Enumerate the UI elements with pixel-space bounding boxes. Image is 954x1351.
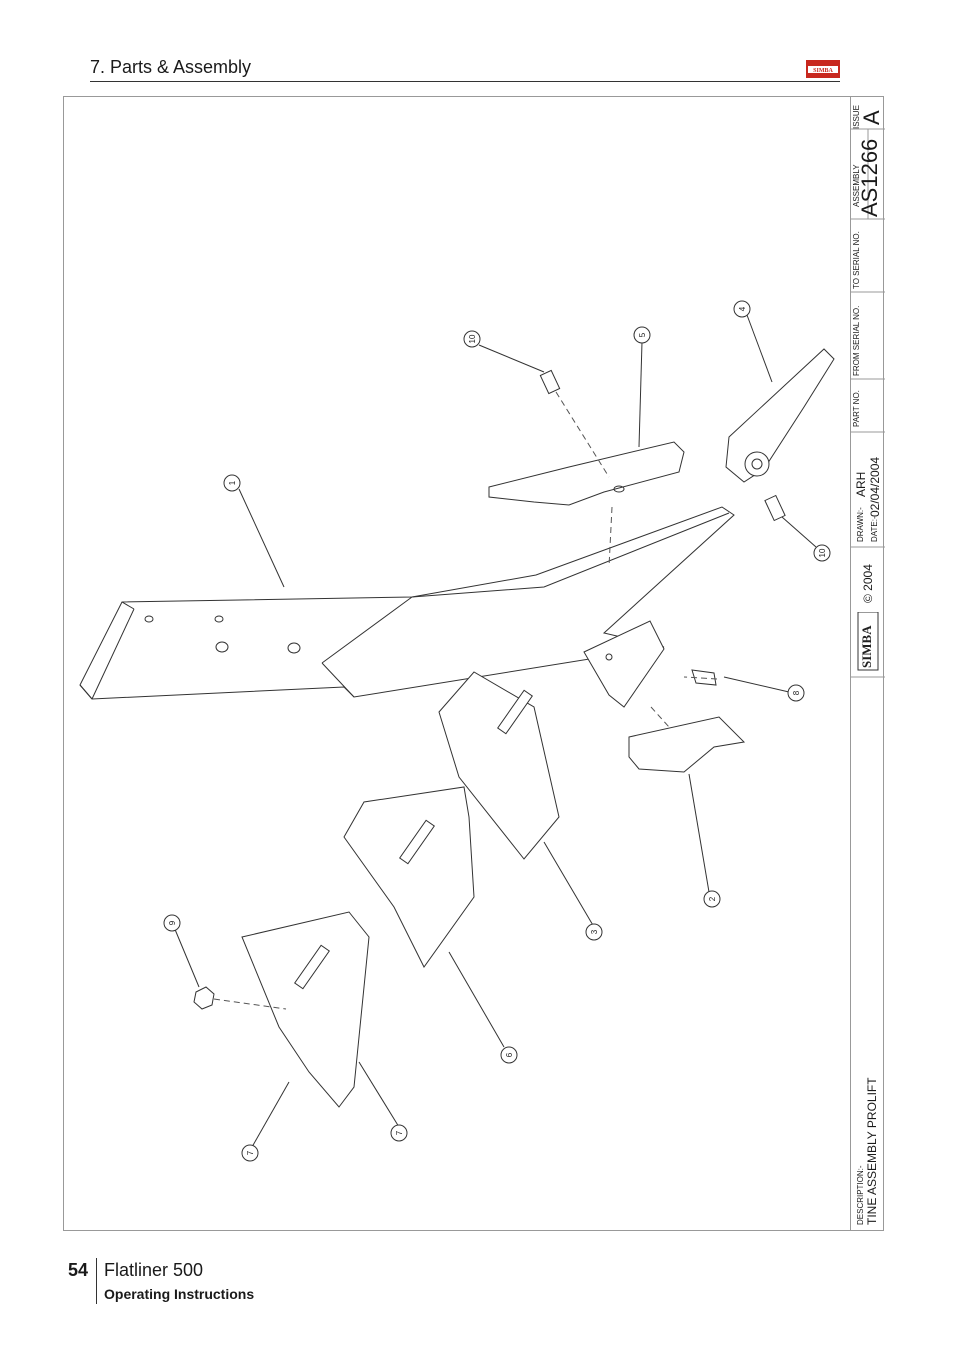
simba-title-logo-icon: SIMBA [857, 612, 879, 671]
callout-6: 6 [505, 1052, 514, 1057]
copyright: © 2004 [861, 564, 875, 603]
callout-10b: 10 [818, 548, 827, 557]
callout-7b: 7 [246, 1150, 255, 1155]
callout-10a: 10 [468, 334, 477, 343]
callout-4: 4 [738, 306, 747, 311]
description-value: TINE ASSEMBLY PROLIFT [865, 1077, 879, 1225]
from-serial-label: FROM SERIAL NO. [852, 305, 861, 376]
callout-2: 2 [708, 896, 717, 901]
svg-text:SIMBA: SIMBA [859, 625, 874, 668]
document-subtitle: Operating Instructions [104, 1286, 255, 1302]
svg-text:SIMBA: SIMBA [813, 68, 833, 74]
drawn-value: ARH [854, 471, 868, 497]
drawing-frame [63, 96, 884, 1231]
product-name: Flatliner 500 [104, 1260, 204, 1280]
part-leg [79, 506, 735, 708]
page-number: 54 [68, 1260, 89, 1280]
to-serial-label: TO SERIAL NO. [852, 231, 861, 289]
date-label: DATE:- [870, 516, 879, 542]
description-label: DESCRIPTION:- [856, 1165, 865, 1225]
callout-1: 1 [228, 480, 237, 485]
callout-7a: 7 [395, 1130, 404, 1135]
exploded-parts-drawing: 1 10 5 4 10 8 2 3 6 9 7 7 [79, 300, 835, 1162]
footer-divider [96, 1258, 97, 1304]
callout-8: 8 [792, 690, 801, 695]
header-rule [90, 81, 840, 82]
callout-5: 5 [638, 332, 647, 337]
part-no-label: PART NO. [852, 390, 861, 427]
drawn-label: DRAWN:- [856, 507, 865, 542]
simba-logo-icon: SIMBA [806, 60, 840, 78]
callout-3: 3 [590, 929, 599, 934]
title-block-grid [851, 128, 885, 678]
part-5-bracket [488, 441, 685, 506]
part-4-plate [725, 348, 835, 483]
issue-value: A [859, 110, 884, 125]
assembly-value: AS1266 [857, 138, 882, 217]
callout-9: 9 [168, 920, 177, 925]
title-block: ISSUE A ASSEMBLY AS1266 TO SERIAL NO. FR… [850, 97, 885, 1231]
date-value: 02/04/2004 [868, 456, 882, 517]
section-title: 7. Parts & Assembly [90, 57, 252, 77]
